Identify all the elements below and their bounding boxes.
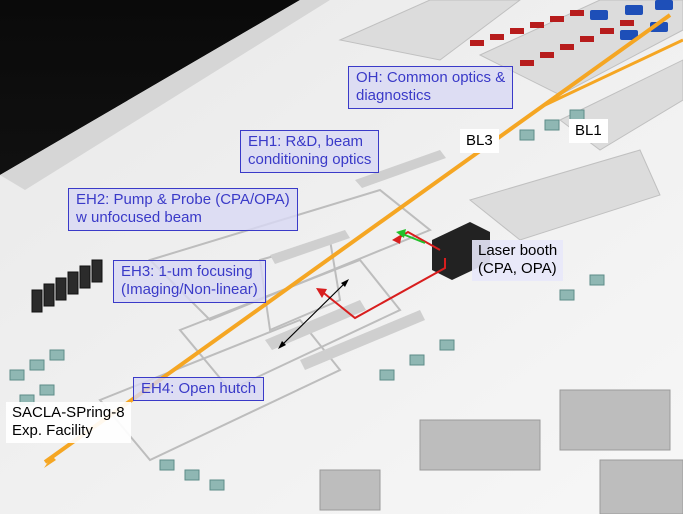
laser-booth-label: Laser booth (CPA, OPA) <box>472 240 564 281</box>
sacla-line2: Exp. Facility <box>12 422 93 440</box>
laser-booth-line1: Laser booth <box>478 242 558 259</box>
sacla-line1: SACLA-SPring-8 <box>12 404 125 421</box>
foreground-equipment <box>319 389 683 514</box>
building-wall <box>0 0 330 190</box>
eh2-label-line1: EH2: Pump & Probe (CPA/OPA) <box>76 191 290 208</box>
hutch-outlines <box>98 188 432 462</box>
eh1-label-line1: EH1: R&D, beam <box>248 133 364 150</box>
eh4-label-line1: EH4: Open hutch <box>141 380 257 397</box>
eh4-label: EH4: Open hutch <box>133 377 265 402</box>
eh3-label: EH3: 1-um focusing (Imaging/Non-linear) <box>113 260 266 303</box>
bl1-label: BL1 <box>569 119 608 144</box>
beamline-arrowhead <box>44 456 56 468</box>
oh-label-line2: diagnostics <box>356 87 432 105</box>
eh1-label-line2: conditioning optics <box>248 151 372 169</box>
dimension-arrow-start <box>278 341 286 349</box>
sacla-facility-label: SACLA-SPring-8 Exp. Facility <box>6 402 131 443</box>
optical-tables <box>9 109 605 491</box>
laser-path-eh3 <box>319 258 446 320</box>
eh2-label-line2: w unfocused beam <box>76 209 202 227</box>
dimension-arrow-end <box>341 279 349 287</box>
control-monitors <box>31 259 103 313</box>
laser-arrow-eh2 <box>392 234 402 244</box>
eh1-label: EH1: R&D, beam conditioning optics <box>240 130 380 173</box>
dimension-line <box>281 282 346 346</box>
beamline-bl1 <box>544 38 683 107</box>
laser-booth-line2: (CPA, OPA) <box>478 260 557 278</box>
laser-arrow-eh3 <box>316 288 327 298</box>
blue-equipment <box>590 0 673 40</box>
eh3-label-line1: EH3: 1-um focusing <box>121 263 253 280</box>
oh-label-line1: OH: Common optics & <box>356 69 506 86</box>
oh-label: OH: Common optics & diagnostics <box>348 66 514 109</box>
red-equipment-racks <box>470 10 634 66</box>
bl3-label: BL3 <box>460 129 499 154</box>
eh3-label-line2: (Imaging/Non-linear) <box>121 281 258 299</box>
eh2-label: EH2: Pump & Probe (CPA/OPA) w unfocused … <box>68 188 298 231</box>
green-laser-arrow <box>396 229 406 238</box>
